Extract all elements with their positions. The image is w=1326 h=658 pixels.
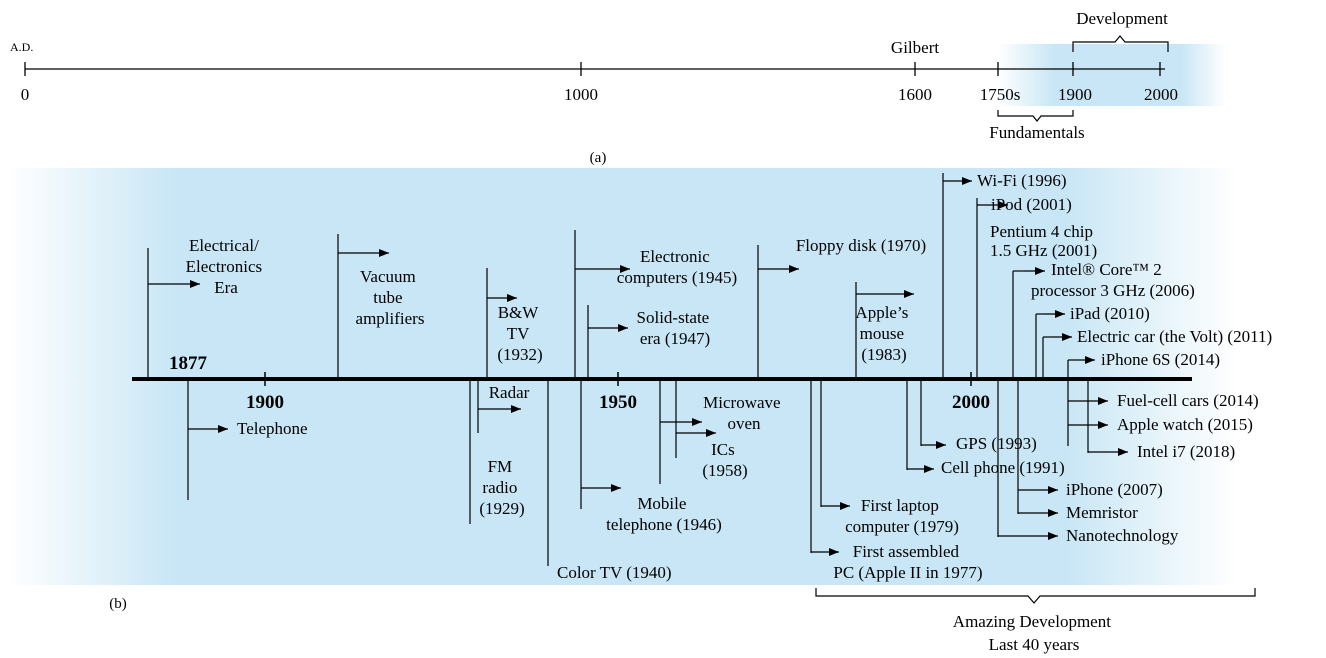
development-label: Development (1076, 9, 1168, 28)
amazing-development-brace (815, 588, 1256, 604)
event-apples-mouse: Apple’s mouse (1983) (855, 303, 912, 364)
event-intel-core-2: Intel® Core™ 2 processor 3 GHz (2006) (1031, 260, 1195, 300)
event-iphone-6s: iPhone 6S (2014) (1101, 350, 1220, 369)
panel-a-ticks (24, 62, 1161, 76)
fundamentals-label: Fundamentals (989, 123, 1084, 142)
event-memristor: Memristor (1066, 503, 1138, 522)
event-radar: Radar (489, 383, 530, 402)
event-solid-state-era: Solid-state era (1947) (637, 308, 714, 348)
tick-label-1900: 1900 (1058, 85, 1092, 104)
tick-label-0: 0 (21, 85, 30, 104)
axis-label-1877: 1877 (169, 353, 208, 374)
event-pentium-4: Pentium 4 chip 1.5 GHz (2001) (990, 222, 1097, 260)
axis-label-1900: 1900 (246, 392, 284, 413)
event-iphone: iPhone (2007) (1066, 480, 1163, 499)
event-electronic-computers: Electronic computers (1945) (617, 247, 737, 287)
event-color-tv: Color TV (1940) (557, 563, 672, 582)
event-first-assembled-pc: First assembled PC (Apple II in 1977) (833, 542, 982, 582)
event-vacuum-tube-amplifiers: Vacuum tube amplifiers (356, 267, 425, 328)
event-nanotechnology: Nanotechnology (1066, 526, 1179, 545)
event-ipod: iPod (2001) (991, 195, 1072, 214)
ad-label: A.D. (10, 40, 33, 54)
event-bw-tv: B&W TV (1932) (497, 303, 542, 364)
event-gps: GPS (1993) (956, 434, 1037, 453)
event-wifi: Wi-Fi (1996) (977, 171, 1067, 190)
panel-a: A.D. 0 1000 1600 1750s 1900 2000 Gilbert… (10, 9, 1226, 166)
event-intel-i7: Intel i7 (2018) (1137, 442, 1235, 461)
event-mobile-telephone: Mobile telephone (1946) (606, 494, 722, 534)
amazing-development-label: Amazing Development Last 40 years (953, 612, 1115, 654)
event-cell-phone: Cell phone (1991) (941, 458, 1065, 477)
panel-b: 1877 1900 1950 2000 Electrical/ Electron… (5, 168, 1272, 654)
event-electric-car: Electric car (the Volt) (2011) (1077, 327, 1272, 346)
event-first-laptop: First laptop computer (1979) (845, 496, 959, 536)
axis-label-1950: 1950 (599, 392, 637, 413)
tick-label-1600: 1600 (898, 85, 932, 104)
panel-a-highlight (998, 44, 1226, 106)
event-ipad: iPad (2010) (1070, 304, 1150, 323)
tick-label-1000: 1000 (564, 85, 598, 104)
event-apple-watch: Apple watch (2015) (1117, 415, 1253, 434)
event-fm-radio: FM radio (1929) (479, 457, 524, 518)
event-arrows (148, 177, 1128, 556)
panel-b-ticks (264, 372, 972, 386)
tick-label-2000: 2000 (1144, 85, 1178, 104)
event-fuel-cell-cars: Fuel-cell cars (2014) (1117, 391, 1259, 410)
event-microwave-oven: Microwave oven (703, 393, 785, 433)
gilbert-label: Gilbert (891, 38, 939, 57)
event-electronics-era: Electrical/ Electronics Era (186, 236, 267, 297)
axis-label-2000: 2000 (952, 392, 990, 413)
fundamentals-brace (997, 110, 1074, 122)
event-telephone: Telephone (237, 419, 308, 438)
panel-a-caption: (a) (590, 150, 607, 166)
event-ics: ICs (1958) (702, 440, 747, 480)
panel-b-highlight (5, 168, 1237, 585)
development-brace (1072, 35, 1169, 52)
event-leaders (147, 173, 1089, 566)
panel-b-caption: (b) (109, 596, 127, 612)
tick-label-1750s: 1750s (980, 85, 1021, 104)
event-floppy-disk: Floppy disk (1970) (796, 236, 926, 255)
